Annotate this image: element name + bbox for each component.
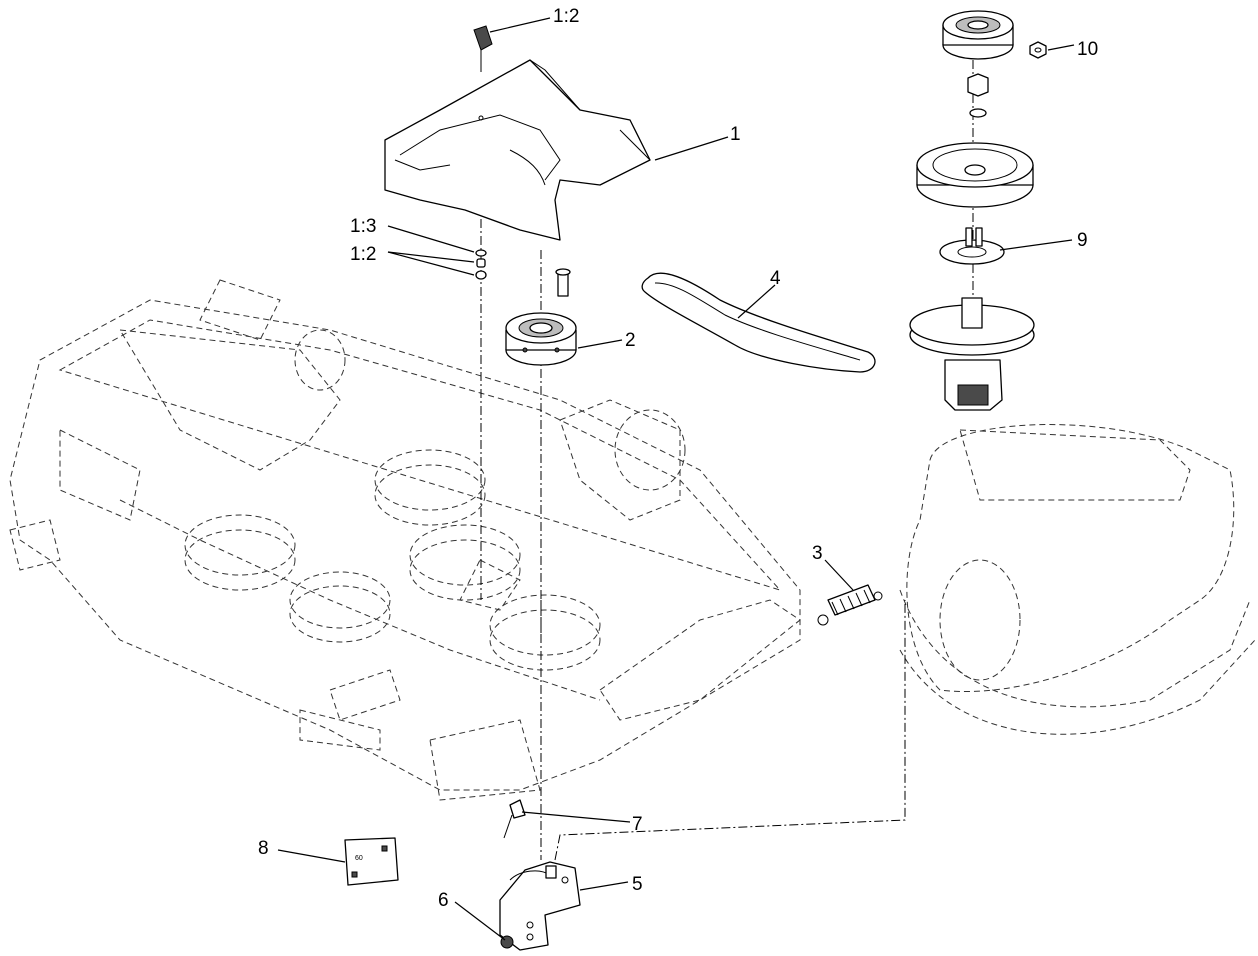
spindle-clutch (942, 10, 1014, 60)
callout-1-2-top: 1:2 (553, 6, 579, 27)
callout-1-3: 1:3 (350, 216, 376, 237)
callout-6: 6 (438, 890, 449, 911)
callout-10: 10 (1077, 39, 1098, 60)
callout-4: 4 (770, 268, 781, 289)
leader-lines (277, 17, 1075, 941)
idler-bracket (499, 861, 581, 951)
callout-7: 7 (632, 814, 643, 835)
washer-stack (475, 249, 487, 280)
idler-pulley (505, 268, 577, 366)
belt-cover (384, 59, 651, 241)
drive-belt (641, 272, 876, 373)
spindle-housing-phantom (899, 424, 1256, 735)
callout-9: 9 (1077, 230, 1088, 251)
callout-8: 8 (258, 838, 269, 859)
callout-2: 2 (625, 330, 636, 351)
spindle-nut-washer (967, 73, 989, 118)
callout-5: 5 (632, 874, 643, 895)
spindle-spacer (939, 227, 1005, 265)
decal-label: 60 (355, 855, 363, 862)
pivot-pin (503, 799, 526, 839)
callout-1-2-mid: 1:2 (350, 244, 376, 265)
decal: 60 (344, 837, 399, 886)
callout-1: 1 (730, 124, 741, 145)
spindle-pulley (916, 142, 1034, 208)
mower-deck-phantom (9, 279, 801, 801)
callout-3: 3 (812, 543, 823, 564)
cover-knob (473, 25, 493, 121)
spindle-assembly (909, 297, 1035, 411)
clutch-nut (1029, 41, 1047, 59)
tension-spring (817, 584, 883, 626)
